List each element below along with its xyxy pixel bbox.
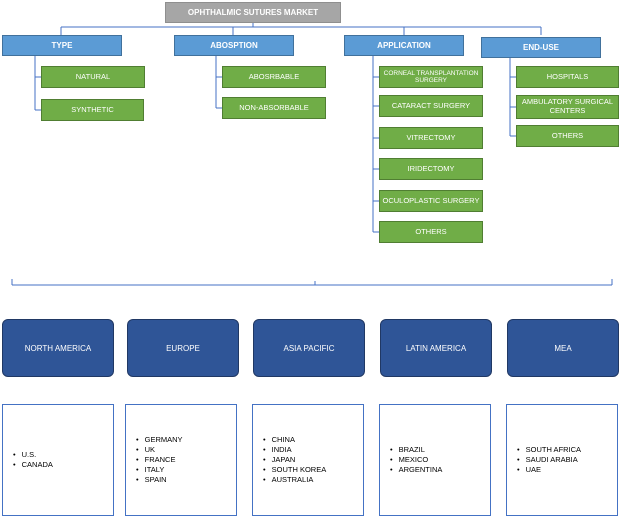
country-item: BRAZIL	[390, 445, 442, 455]
category-end-use: END-USE	[481, 37, 601, 58]
country-item: ARGENTINA	[390, 465, 443, 475]
country-item: UK	[136, 445, 183, 455]
country-item: AUSTRALIA	[263, 475, 326, 485]
region-europe: EUROPE	[127, 319, 239, 377]
country-item: INDIA	[263, 445, 326, 455]
leaf-vitrectomy: VITRECTOMY	[379, 127, 483, 149]
country-item: GERMANY	[136, 435, 183, 445]
leaf-ambulatory-surgical-centers: AMBULATORY SURGICAL CENTERS	[516, 95, 619, 119]
countries-north-america: U.S. CANADA	[2, 404, 114, 516]
leaf-iridectomy: IRIDECTOMY	[379, 158, 483, 180]
countries-asia-pacific: CHINA INDIA JAPAN SOUTH KOREA AUSTRALIA	[252, 404, 364, 516]
region-latin-america: LATIN AMERICA	[380, 319, 492, 377]
countries-latin-america: BRAZIL MEXICO ARGENTINA	[379, 404, 491, 516]
countries-europe: GERMANY UK FRANCE ITALY SPAIN	[125, 404, 237, 516]
country-item: JAPAN	[263, 455, 326, 465]
country-item: SOUTH KOREA	[263, 465, 327, 475]
category-application: APPLICATION	[344, 35, 464, 56]
leaf-corneal-transplantation: CORNEAL TRANSPLANTATION SURGERY	[379, 66, 483, 88]
leaf-oculoplastic-surgery: OCULOPLASTIC SURGERY	[379, 190, 483, 212]
country-item: FRANCE	[136, 455, 183, 465]
region-mea: MEA	[507, 319, 619, 377]
leaf-end-use-others: OTHERS	[516, 125, 619, 147]
region-asia-pacific: ASIA PACIFIC	[253, 319, 365, 377]
country-item: U.S.	[13, 450, 53, 460]
country-item: UAE	[517, 465, 581, 475]
market-title: OPHTHALMIC SUTURES MARKET	[165, 2, 341, 23]
leaf-absorbable: ABOSRBABLE	[222, 66, 326, 88]
leaf-application-others: OTHERS	[379, 221, 483, 243]
countries-mea: SOUTH AFRICA SAUDI ARABIA UAE	[506, 404, 618, 516]
country-item: CANADA	[13, 460, 53, 470]
country-item: SAUDI ARABIA	[517, 455, 581, 465]
leaf-hospitals: HOSPITALS	[516, 66, 619, 88]
country-item: ITALY	[136, 465, 183, 475]
leaf-cataract-surgery: CATARACT SURGERY	[379, 95, 483, 117]
country-item: SOUTH AFRICA	[517, 445, 581, 455]
leaf-synthetic: SYNTHETIC	[41, 99, 144, 121]
leaf-non-absorbable: NON-ABSORBABLE	[222, 97, 326, 119]
country-item: SPAIN	[136, 475, 183, 485]
country-item: MEXICO	[390, 455, 442, 465]
category-absorption: ABOSPTION	[174, 35, 294, 56]
country-item: CHINA	[263, 435, 326, 445]
region-north-america: NORTH AMERICA	[2, 319, 114, 377]
category-type: TYPE	[2, 35, 122, 56]
leaf-natural: NATURAL	[41, 66, 145, 88]
